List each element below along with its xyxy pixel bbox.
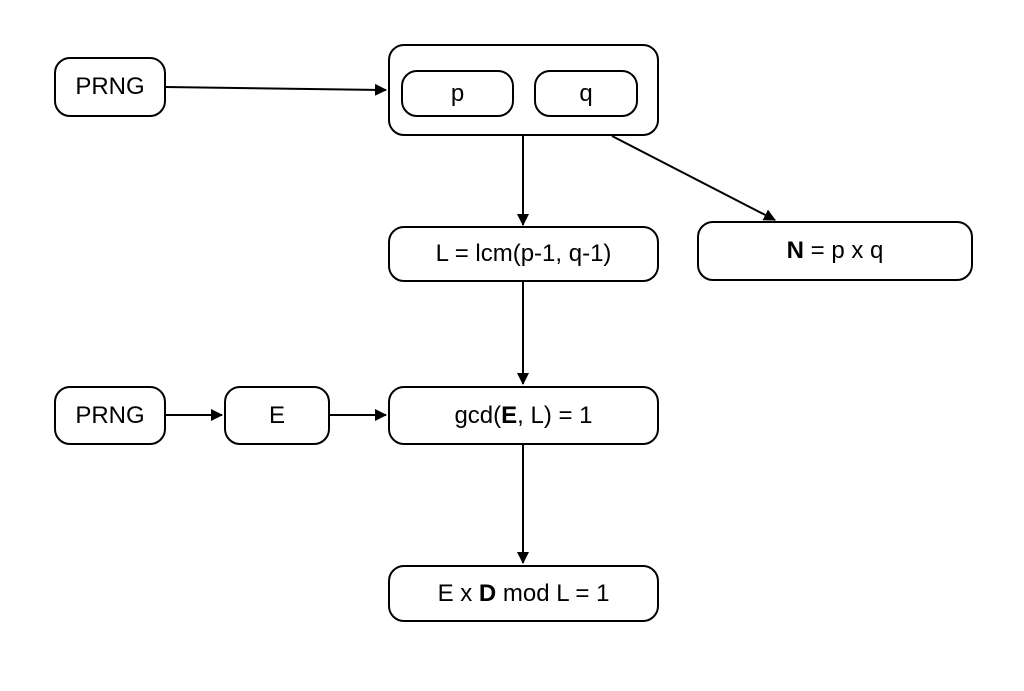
arrow-pq-to-n [611,135,776,221]
prng-top-node: PRNG [54,57,166,117]
q-label: q [579,79,593,107]
d-var: D [478,579,497,607]
n-label: N = p x q [787,237,884,265]
e-node: E [224,386,330,445]
gcd-var: E [501,401,518,429]
lcm-label: L = lcm(p-1, q-1) [435,240,612,267]
e-label: E [268,401,285,429]
d-pre: E x [437,579,479,607]
d-node: E x D mod L = 1 [388,565,659,622]
q-node: q [534,70,638,117]
gcd-post: , L) = 1 [517,401,593,429]
d-label: E x D mod L = 1 [438,580,610,608]
arrow-prng-to-pq [165,83,387,96]
n-var: N [786,237,804,264]
p-label: p [450,79,465,107]
gcd-node: gcd(E, L) = 1 [388,386,659,445]
d-post: mod L = 1 [496,579,610,607]
gcd-pre: gcd( [454,401,502,429]
prng-bottom-label: PRNG [75,401,145,429]
n-rest: = p x q [803,237,884,264]
gcd-label: gcd(E, L) = 1 [454,402,592,430]
pq-group [388,44,659,136]
n-node: N = p x q [697,221,973,281]
lcm-node: L = lcm(p-1, q-1) [388,226,659,282]
prng-top-label: PRNG [75,73,145,100]
prng-bottom-node: PRNG [54,386,166,445]
p-node: p [401,70,514,117]
